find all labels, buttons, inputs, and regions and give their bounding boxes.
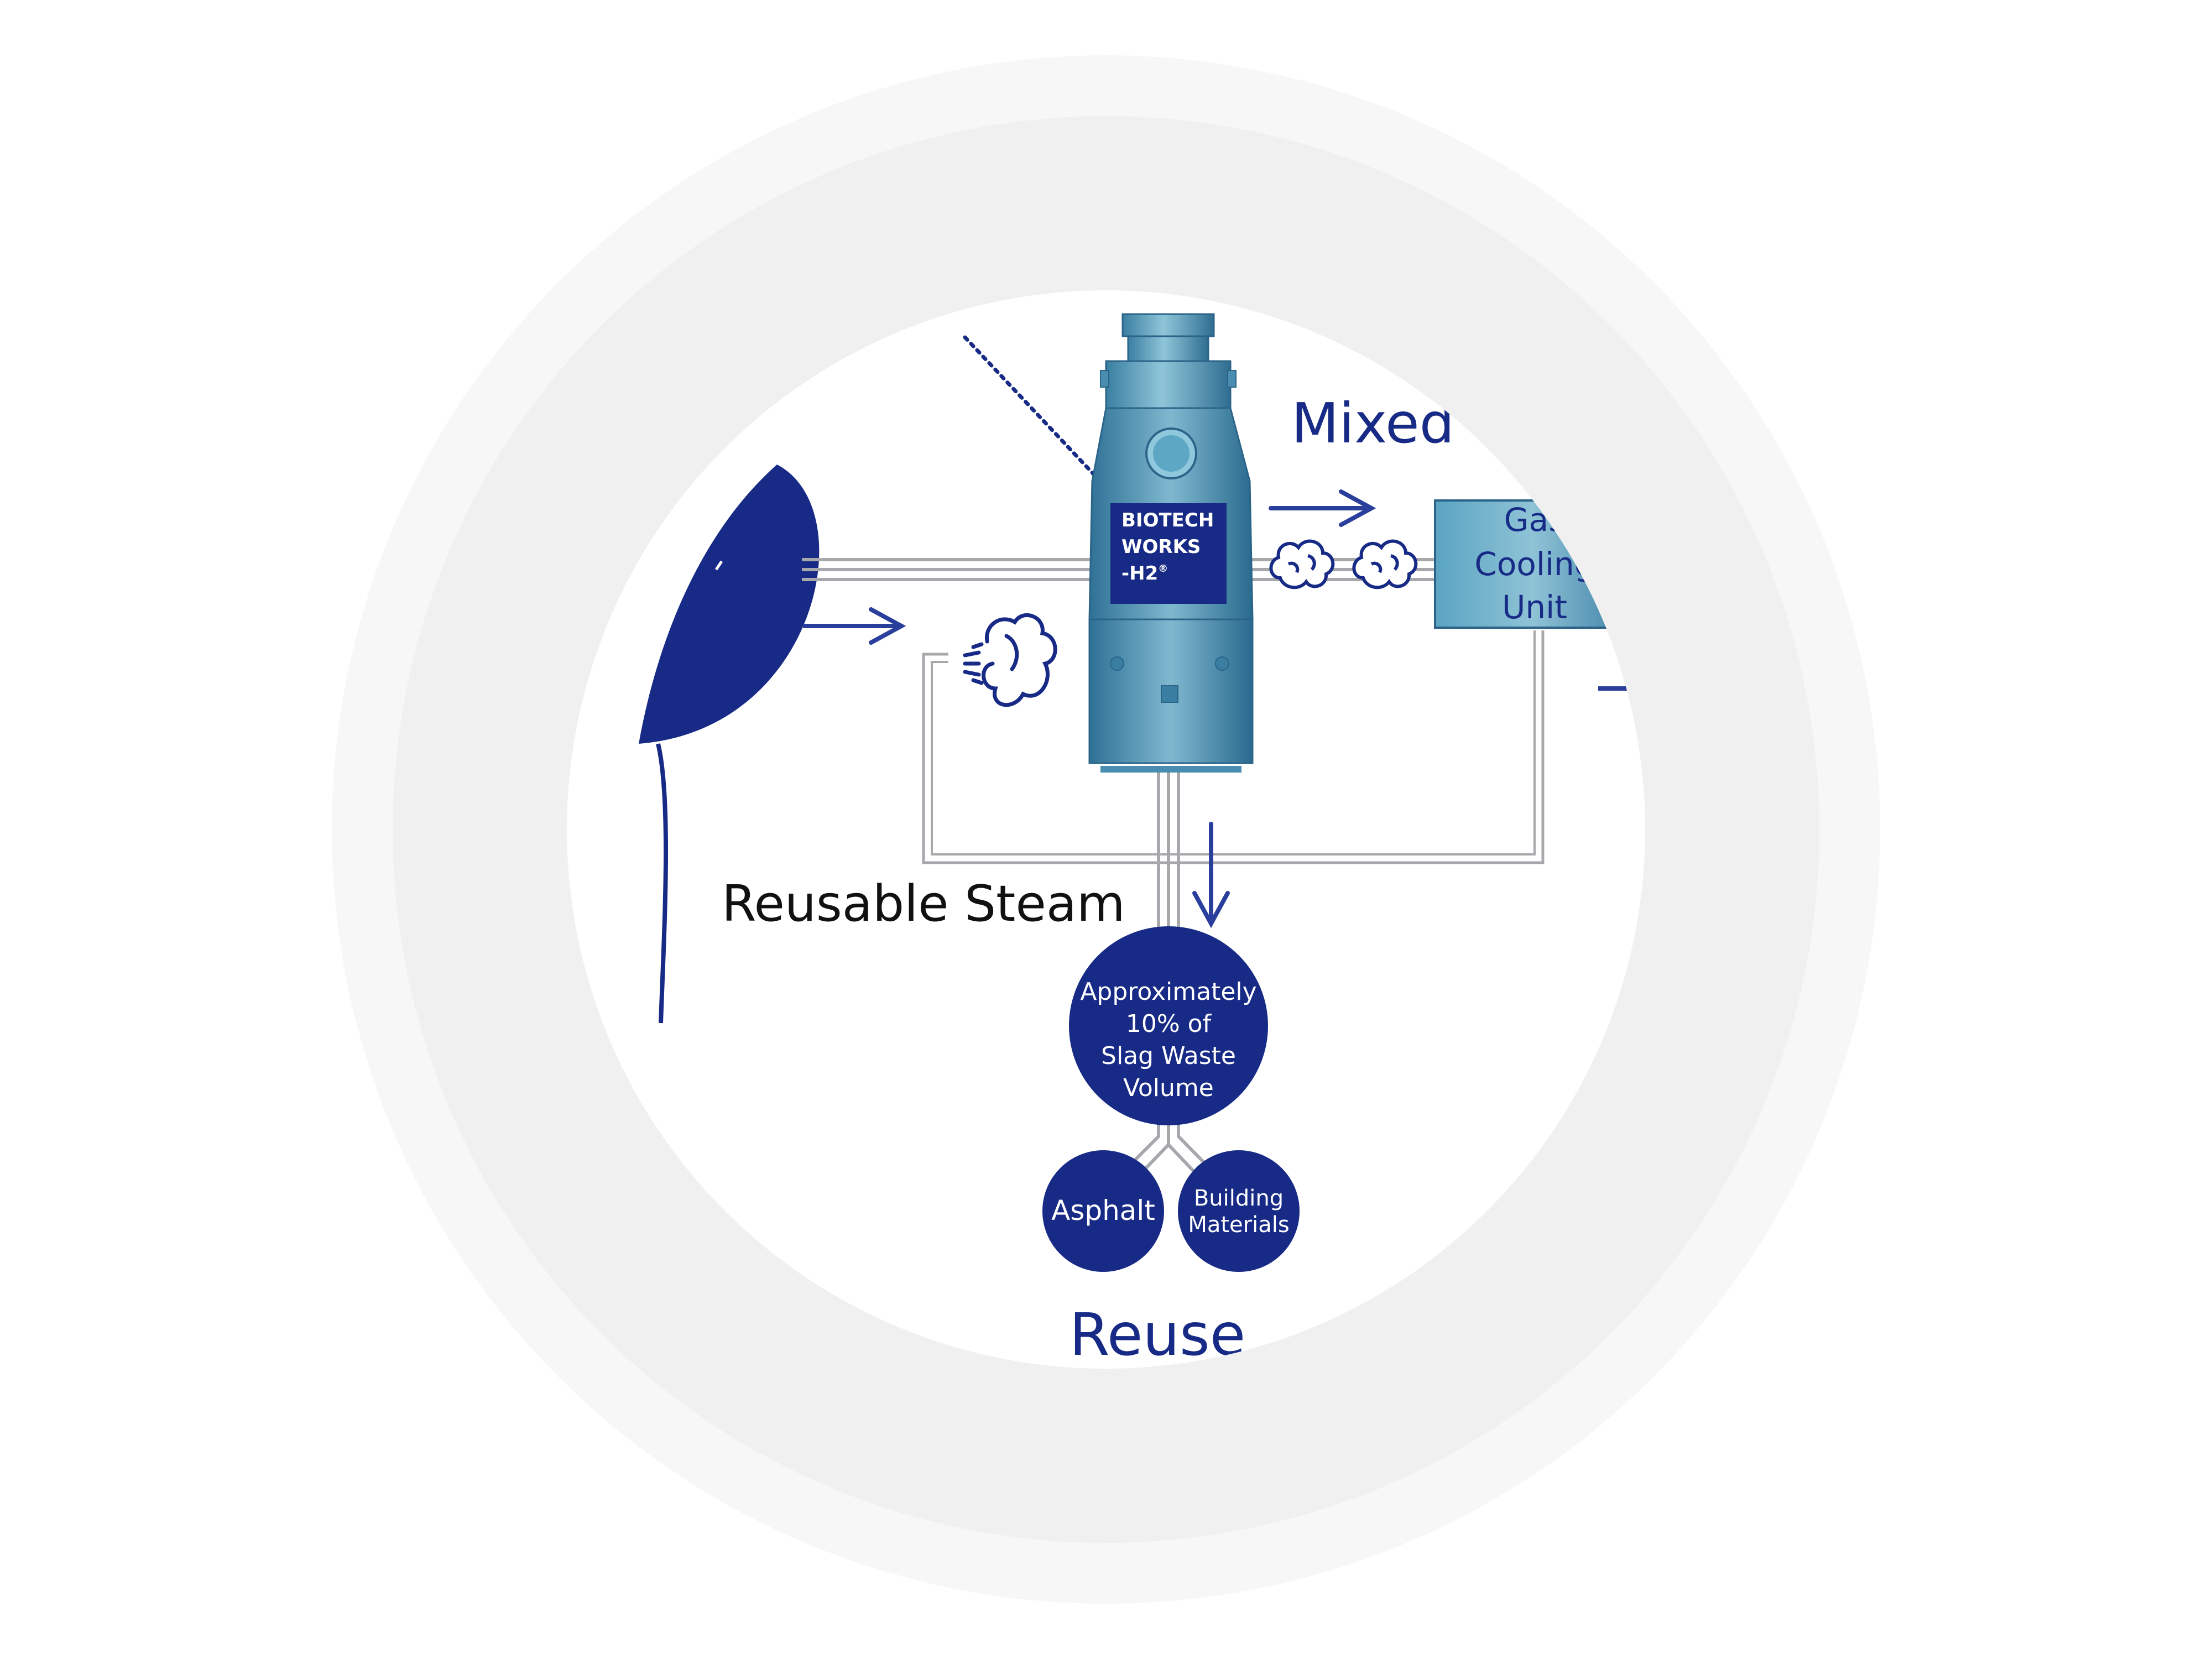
cloud-icon <box>1269 539 1335 589</box>
building-materials-line2: Materials <box>1188 1212 1289 1238</box>
building-materials-circle <box>1178 1150 1300 1272</box>
slag-line1: Approximately <box>1080 978 1256 1006</box>
reusable-steam-label: Reusable Steam <box>722 875 1125 933</box>
slag-line4: Volume <box>1123 1074 1214 1102</box>
slag-volume-circle <box>1069 926 1268 1125</box>
gas-cooling-line3: Unit <box>1502 588 1567 626</box>
building-materials-line1: Building <box>1194 1186 1284 1211</box>
slag-pipes <box>1157 769 1180 940</box>
reactor-brand-model: -H2 <box>1121 562 1158 585</box>
registered-mark: ® <box>1158 563 1168 575</box>
slag-line2: 10% of <box>1126 1010 1212 1038</box>
reactor-brand-line3: -H2® <box>1121 562 1168 585</box>
dotted-guide-left <box>963 335 1097 478</box>
arrow-right-icon <box>802 607 906 645</box>
arrow-right-icon <box>1269 489 1376 527</box>
reactor-brand-line2: WORKS <box>1121 536 1201 558</box>
asphalt-label: Asphalt <box>1051 1194 1155 1227</box>
arrow-down-icon <box>1192 822 1230 928</box>
steam-return-pipe <box>922 630 1545 864</box>
steam-return-pipe-inner <box>931 630 1536 855</box>
slag-line3: Slag Waste <box>1101 1042 1236 1070</box>
tank-stand-line <box>656 743 669 1024</box>
steam-puff-icon <box>963 613 1057 707</box>
asphalt-circle <box>1042 1150 1164 1272</box>
tank-mark <box>714 560 723 571</box>
reactor-badge <box>1110 503 1227 604</box>
cloud-icon <box>1352 539 1418 589</box>
feed-tank <box>639 465 820 744</box>
reactor-brand-line1: BIOTECH <box>1121 509 1214 531</box>
